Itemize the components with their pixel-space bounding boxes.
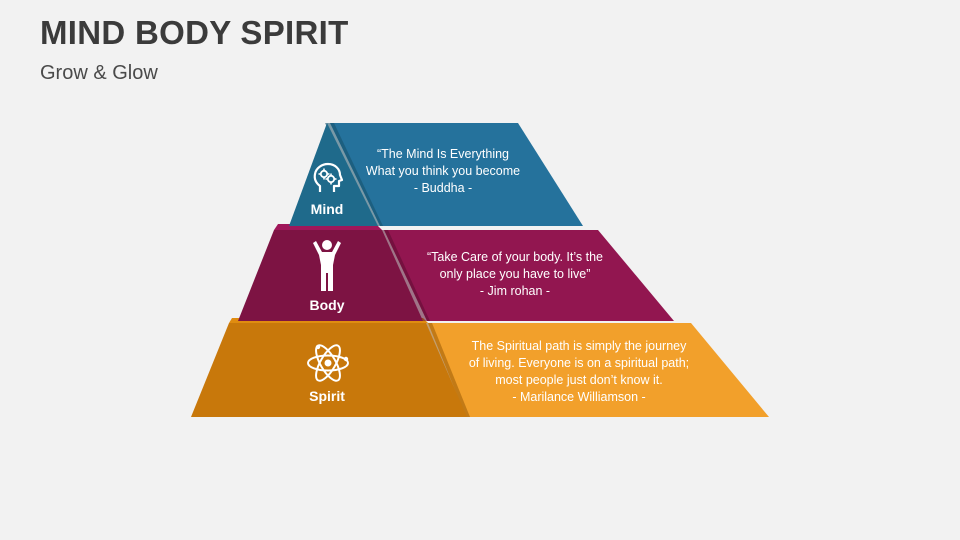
spirit-atom-icon <box>307 344 349 382</box>
page-subtitle: Grow & Glow <box>40 62 158 84</box>
tier-body-quote: “Take Care of your body. It’s the only p… <box>405 249 625 300</box>
tier-mind-back <box>330 123 583 226</box>
tier-mind-quote: “The Mind Is Everything What you think y… <box>343 146 543 197</box>
tier-spirit-quote-author: - Marilance Williamson - <box>512 390 646 404</box>
tier-mind-front <box>289 123 378 226</box>
tier-spirit-quote-line: The Spiritual path is simply the journey <box>471 339 687 353</box>
tier-spirit-quote: The Spiritual path is simply the journey… <box>452 338 706 406</box>
tier-spirit <box>191 318 769 417</box>
page-title: MIND BODY SPIRIT <box>40 14 349 51</box>
tier-mind-quote-line: What you think you become <box>365 164 521 178</box>
tier-spirit-quote-line: most people just don’t know it. <box>495 373 663 387</box>
body-person-icon <box>313 240 341 291</box>
tier-spirit-label: Spirit <box>309 388 345 404</box>
tier-mind-quote-author: - Buddha - <box>413 181 473 195</box>
tier-spirit-quote-line: of living. Everyone is on a spiritual pa… <box>468 356 690 370</box>
tier-mind-label: Mind <box>310 201 344 217</box>
tier-body-quote-author: - Jim rohan - <box>479 284 551 298</box>
tier-mind <box>289 123 583 226</box>
tier-body-quote-line: “Take Care of your body. It’s the <box>426 250 603 264</box>
tier-mind-quote-line: “The Mind Is Everything <box>377 147 509 161</box>
mind-head-gears-icon <box>313 162 344 192</box>
tier-body-quote-line: only place you have to live” <box>439 267 591 281</box>
tier-body-label: Body <box>309 297 345 313</box>
tier-spirit-back <box>428 323 769 417</box>
tier-body-back <box>384 230 674 321</box>
